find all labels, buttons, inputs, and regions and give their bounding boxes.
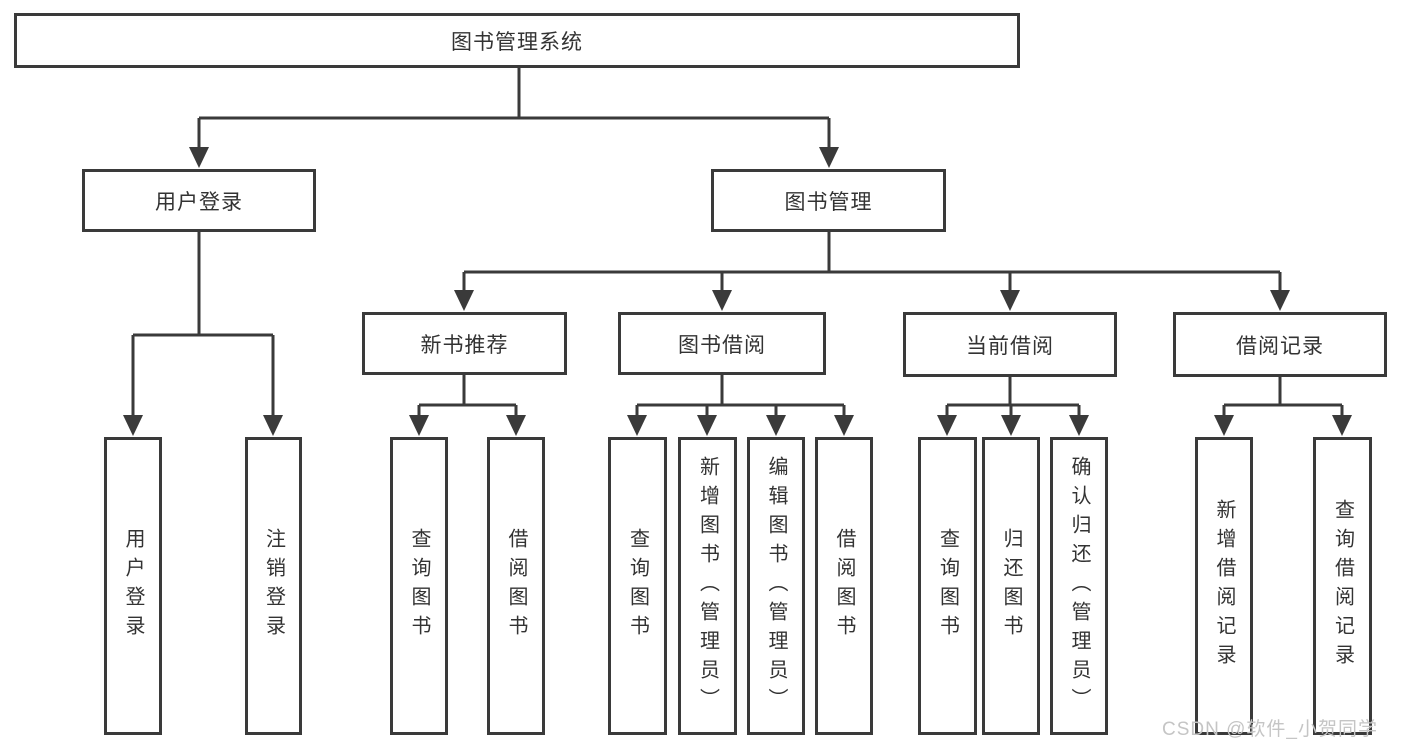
leaf-confirm-return-admin: 确认归还（管理员） [1050,437,1108,735]
leaf-query-books-current-label: 查询图书 [936,528,959,644]
leaf-query-borrow-record-label: 查询借阅记录 [1331,499,1354,673]
leaf-borrow-books-borrow-label: 借阅图书 [833,528,855,644]
leaf-logout-label: 注销登录 [262,528,285,644]
arrowhead-icon [1069,415,1089,436]
arrowhead-icon [189,147,209,168]
connector-records [1222,377,1344,421]
leaf-add-book-admin-label: 新增图书（管理员） [696,455,719,717]
leaf-add-borrow-record: 新增借阅记录 [1195,437,1253,735]
arrowhead-icon [834,415,854,436]
arrowhead-icon [627,415,647,436]
leaf-confirm-return-admin-label: 确认归还（管理员） [1068,455,1090,717]
leaf-user-login: 用户登录 [104,437,162,735]
node-borrow-records: 借阅记录 [1173,312,1387,377]
arrowhead-icon [766,415,786,436]
arrowhead-icon [1000,290,1020,311]
leaf-borrow-books-borrow: 借阅图书 [815,437,873,735]
arrowhead-icon [697,415,717,436]
arrowheads [123,147,1352,436]
leaf-return-book: 归还图书 [982,437,1040,735]
arrowhead-icon [263,415,283,436]
node-user-login: 用户登录 [82,169,316,232]
arrowhead-icon [819,147,839,168]
arrowhead-icon [1214,415,1234,436]
connector-user-login [131,232,275,420]
node-current-borrow: 当前借阅 [903,312,1117,377]
leaf-borrow-books-newbook: 借阅图书 [487,437,545,735]
arrowhead-icon [454,290,474,311]
leaf-query-borrow-record: 查询借阅记录 [1313,437,1372,735]
connector-new-book [417,375,518,421]
leaf-add-book-admin: 新增图书（管理员） [678,437,737,735]
leaf-logout: 注销登录 [245,437,302,735]
connector-borrow [635,375,846,421]
arrowhead-icon [409,415,429,436]
connector-root [197,68,831,152]
leaf-query-books-current: 查询图书 [918,437,977,735]
arrowhead-icon [937,415,957,436]
arrowhead-icon [1270,290,1290,311]
leaf-query-books-borrow-label: 查询图书 [626,528,649,644]
watermark: CSDN @软件_小贺同学 [1162,719,1378,740]
connector-book-mgmt [462,232,1282,296]
node-book-management-label: 图书管理 [784,190,873,214]
arrowhead-icon [712,290,732,311]
leaf-query-books-borrow: 查询图书 [608,437,667,735]
arrowhead-icon [506,415,526,436]
leaf-query-books-newbook-label: 查询图书 [408,528,430,644]
node-book-borrow: 图书借阅 [618,312,826,375]
node-user-login-label: 用户登录 [155,190,243,214]
leaf-user-login-label: 用户登录 [122,528,144,644]
leaf-query-books-newbook: 查询图书 [390,437,448,735]
node-book-management: 图书管理 [711,169,946,232]
arrowhead-icon [123,415,143,436]
node-new-book-recommend: 新书推荐 [362,312,567,375]
leaf-borrow-books-newbook-label: 借阅图书 [505,528,527,644]
node-borrow-records-label: 借阅记录 [1236,334,1324,358]
leaf-edit-book-admin: 编辑图书（管理员） [747,437,805,735]
node-book-borrow-label: 图书借阅 [678,333,766,357]
connector-current [945,377,1081,421]
node-new-book-recommend-label: 新书推荐 [420,333,509,357]
leaf-add-borrow-record-label: 新增借阅记录 [1213,499,1235,673]
arrowhead-icon [1332,415,1352,436]
node-library-system-label: 图书管理系统 [451,30,583,54]
node-library-system: 图书管理系统 [14,13,1020,68]
node-current-borrow-label: 当前借阅 [966,334,1054,358]
leaf-edit-book-admin-label: 编辑图书（管理员） [765,455,787,717]
leaf-return-book-label: 归还图书 [1000,528,1022,644]
arrowhead-icon [1001,415,1021,436]
